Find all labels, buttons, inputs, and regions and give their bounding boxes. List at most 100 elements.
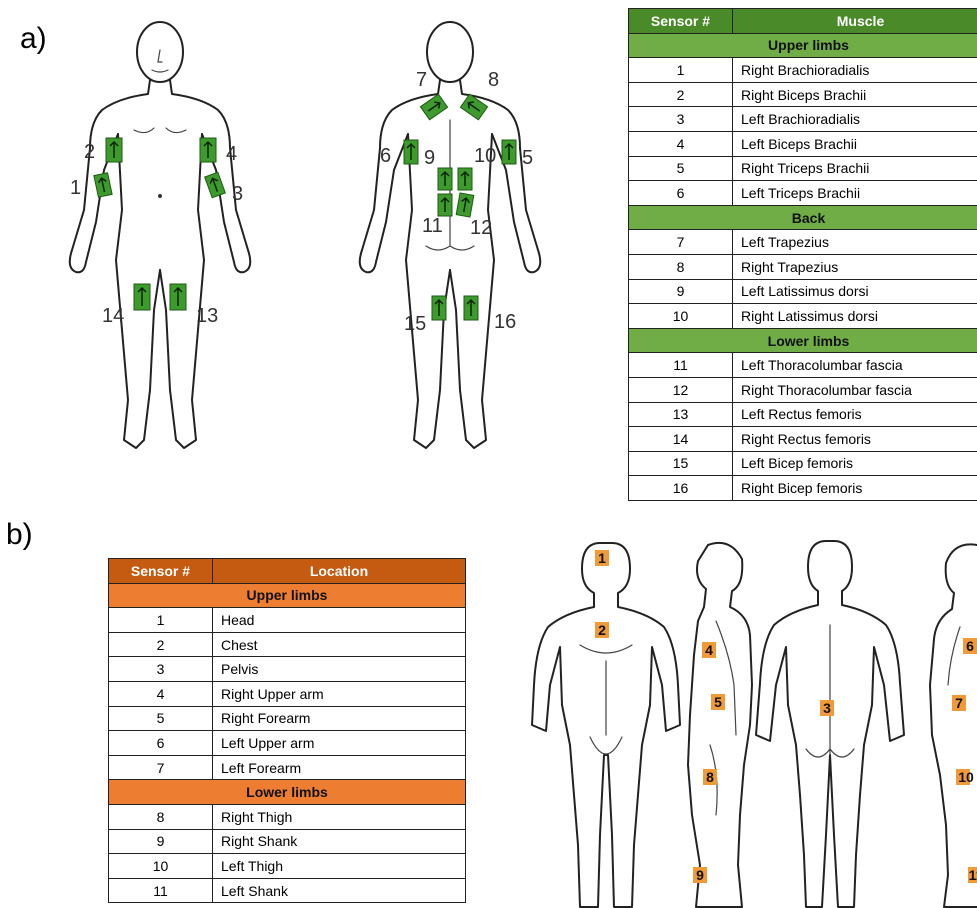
sensor-label-3: 3 xyxy=(823,700,831,716)
sensor-marker-11: 11 xyxy=(968,867,977,883)
description-cell: Chest xyxy=(213,632,466,657)
sensor-number-cell: 11 xyxy=(109,878,213,903)
description-header: Location xyxy=(213,559,466,584)
group-title: Lower limbs xyxy=(109,780,466,805)
description-cell: Right Triceps Brachii xyxy=(733,156,977,181)
sensor-marker-3 xyxy=(205,172,226,197)
sensor-label-6: 6 xyxy=(966,638,974,654)
sensor-marker-11 xyxy=(438,194,452,216)
sensor-label-6: 6 xyxy=(380,145,391,167)
description-cell: Left Bicep femoris xyxy=(733,451,977,476)
sensor-marker-13 xyxy=(170,284,186,310)
group-title: Back xyxy=(629,205,977,230)
sensor-marker-9 xyxy=(438,168,452,190)
sensor-label-10: 10 xyxy=(474,145,496,167)
description-cell: Left Forearm xyxy=(213,755,466,780)
table-row: 4Right Upper arm xyxy=(109,681,466,706)
description-cell: Left Triceps Brachii xyxy=(733,181,977,206)
table-header-row: Sensor #Location xyxy=(109,559,466,584)
description-cell: Right Bicep femoris xyxy=(733,476,977,501)
description-cell: Left Thoracolumbar fascia xyxy=(733,353,977,378)
sensor-label-2: 2 xyxy=(84,141,95,163)
group-row: Upper limbs xyxy=(109,583,466,608)
sensor-label-14: 14 xyxy=(102,305,124,327)
sensor-marker-3: 3 xyxy=(820,700,834,716)
description-cell: Head xyxy=(213,608,466,633)
sensor-label-12: 12 xyxy=(470,217,492,239)
sensor-label-7: 7 xyxy=(416,69,427,91)
sensor-marker-10 xyxy=(458,168,472,190)
sensor-number-cell: 9 xyxy=(109,829,213,854)
description-cell: Right Latissimus dorsi xyxy=(733,304,977,329)
table-row: 10Left Thigh xyxy=(109,854,466,879)
sensor-number-cell: 8 xyxy=(109,804,213,829)
description-cell: Left Latissimus dorsi xyxy=(733,279,977,304)
sensor-number-header: Sensor # xyxy=(629,9,733,34)
orange-sensors: 1 2 3 4 5 6 7 8 9 10 11 xyxy=(595,550,977,883)
description-cell: Left Brachioradialis xyxy=(733,107,977,132)
description-cell: Right Brachioradialis xyxy=(733,58,977,83)
sensor-number-cell: 3 xyxy=(629,107,733,132)
sensor-label-9: 9 xyxy=(424,147,435,169)
description-cell: Right Trapezius xyxy=(733,254,977,279)
sensor-label-9: 9 xyxy=(696,867,704,883)
sensor-number-cell: 16 xyxy=(629,476,733,501)
table-row: 11Left Thoracolumbar fascia xyxy=(629,353,977,378)
left-side-view-figure xyxy=(930,544,977,907)
right-side-view-figure xyxy=(688,543,752,907)
description-cell: Left Rectus femoris xyxy=(733,402,977,427)
sensor-number-cell: 1 xyxy=(109,608,213,633)
sensor-marker-1: 1 xyxy=(595,550,609,566)
description-cell: Right Shank xyxy=(213,829,466,854)
sensor-number-cell: 10 xyxy=(629,304,733,329)
sensor-marker-6: 6 xyxy=(963,638,977,654)
muscle-table: Sensor #MuscleUpper limbs1Right Brachior… xyxy=(628,8,977,501)
group-title: Upper limbs xyxy=(109,583,466,608)
table-row: 5Right Triceps Brachii xyxy=(629,156,977,181)
description-cell: Right Forearm xyxy=(213,706,466,731)
description-cell: Right Biceps Brachii xyxy=(733,82,977,107)
description-cell: Left Thigh xyxy=(213,854,466,879)
group-row: Upper limbs xyxy=(629,33,977,58)
sensor-label-3: 3 xyxy=(232,183,243,205)
sensor-marker-7: 7 xyxy=(952,695,966,711)
sensor-marker-14 xyxy=(134,284,150,310)
sensor-label-8: 8 xyxy=(706,769,714,785)
sensor-marker-16 xyxy=(464,296,478,320)
sensor-label-1: 1 xyxy=(598,550,606,566)
sensor-number-cell: 5 xyxy=(629,156,733,181)
description-cell: Right Thoracolumbar fascia xyxy=(733,377,977,402)
description-cell: Right Upper arm xyxy=(213,681,466,706)
sensor-marker-12 xyxy=(456,193,474,217)
back-view-figure xyxy=(756,541,904,907)
sensor-label-4: 4 xyxy=(705,642,713,658)
sensor-number-cell: 15 xyxy=(629,451,733,476)
group-row: Back xyxy=(629,205,977,230)
sensor-number-cell: 8 xyxy=(629,254,733,279)
description-cell: Left Biceps Brachii xyxy=(733,131,977,156)
table-row: 10Right Latissimus dorsi xyxy=(629,304,977,329)
sensor-number-cell: 5 xyxy=(109,706,213,731)
group-row: Lower limbs xyxy=(109,780,466,805)
sensor-marker-2 xyxy=(106,138,122,162)
sensor-marker-6 xyxy=(404,140,418,164)
sensor-number-cell: 3 xyxy=(109,657,213,682)
sensor-label-5: 5 xyxy=(522,147,533,169)
emg-body-figures: 1 2 3 4 5 6 7 8 9 10 11 12 13 14 15 16 xyxy=(40,10,600,470)
sensor-number-cell: 11 xyxy=(629,353,733,378)
sensor-number-cell: 4 xyxy=(629,131,733,156)
front-view-figure xyxy=(532,543,680,907)
table-row: 15Left Bicep femoris xyxy=(629,451,977,476)
